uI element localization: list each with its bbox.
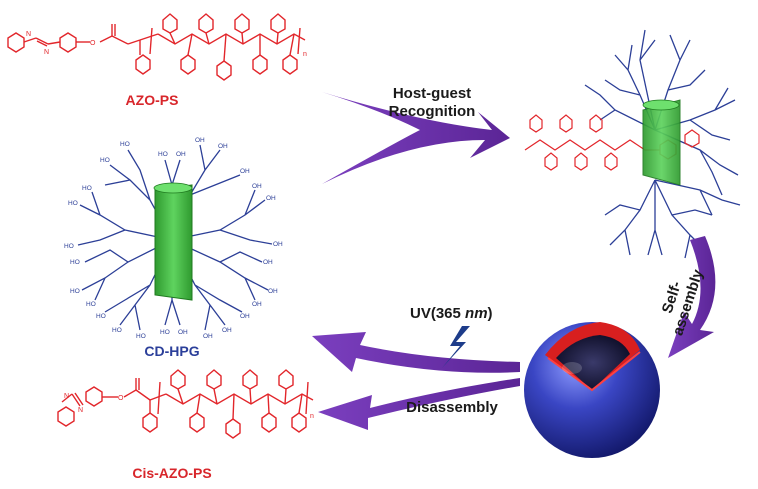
oh-label: HO [112,327,122,334]
cis-azo-ps-structure [57,369,314,439]
oh-label: HO [82,185,92,192]
oh-label: OH [203,333,213,340]
oh-label: HO [160,329,170,336]
cis-n-subscript: n [310,413,314,420]
host-guest-arrow [322,92,510,184]
oh-label: OH [176,151,186,158]
cis-n-label-2: N [78,407,83,414]
oh-label: HO [86,301,96,308]
oh-label: HO [136,333,146,340]
cis-n-label-1: N [64,393,69,400]
disassembly-arrow-to-cd-hpg [312,332,520,373]
label-azo-ps: AZO-PS [126,92,179,108]
oh-label: HO [158,151,168,158]
azo-n-subscript: n [303,51,307,58]
oh-label: OH [240,313,250,320]
label-disassembly: Disassembly [406,399,498,416]
azo-n-label-1: N [26,31,31,38]
cd-hpg-structure: HO HO OH OH OH HO HO HO OH OH OH HO HO H… [64,137,283,340]
self-assembly-arrow [668,236,716,358]
oh-label: OH [263,259,273,266]
cis-o-label: O [118,395,124,402]
oh-label: OH [266,195,276,202]
label-cd-hpg: CD-HPG [144,343,199,359]
label-host-guest-line1: Host-guest [393,85,471,102]
azo-ps-structure [7,13,306,81]
azo-n-label-2: N [44,49,49,56]
oh-label: HO [100,157,110,164]
oh-label: OH [240,168,250,175]
oh-label: HO [70,288,80,295]
oh-label: OH [252,301,262,308]
oh-label: HO [96,313,106,320]
oh-label: OH [273,241,283,248]
oh-label: OH [218,143,228,150]
azo-o-label: O [90,40,96,47]
oh-label: HO [70,259,80,266]
oh-label: HO [64,243,74,250]
oh-label: OH [222,327,232,334]
disassembly-arrow-to-cis-azo-ps [318,378,520,430]
inclusion-complex [524,29,741,259]
label-host-guest-line2: Recognition [389,103,476,120]
oh-label: HO [120,141,130,148]
oh-label: OH [252,183,262,190]
oh-label: OH [195,137,205,144]
oh-label: HO [68,200,78,207]
oh-label: OH [178,329,188,336]
oh-label: OH [268,288,278,295]
label-uv: UV(365 nm) [410,305,493,322]
micelle-sphere [524,322,660,458]
label-cis-azo-ps: Cis-AZO-PS [132,465,211,481]
